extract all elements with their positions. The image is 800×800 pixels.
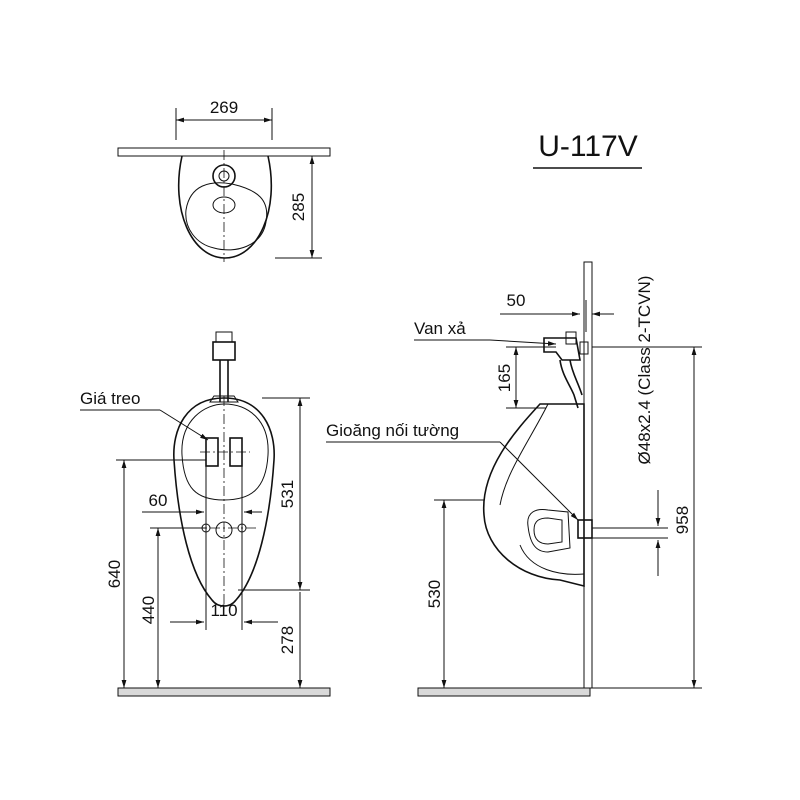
hanger-height-dimension: 640 [105, 560, 124, 588]
inlet-height-dimension: 958 [673, 506, 692, 534]
front-bowl-rim [181, 403, 269, 501]
side-trap [527, 509, 571, 553]
side-bowl-outline [483, 403, 585, 588]
front-valve-cap [215, 331, 233, 343]
front-view-floor [117, 687, 331, 697]
front-valve-body [212, 341, 236, 361]
rim-height-dimension: 530 [425, 580, 444, 608]
side-valve-body [543, 337, 581, 361]
top-view: 269 285 [117, 98, 331, 262]
hanger-spacing-dimension: 60 [149, 491, 168, 510]
side-view-wall [583, 261, 593, 689]
flush-valve-label: Van xả [414, 319, 466, 338]
side-view: 50 Van xả 165 Gioăng nối tường 530 Ø48x2… [326, 261, 702, 697]
valve-offset-dimension: 50 [507, 291, 526, 310]
bowl-height-dimension: 531 [278, 480, 297, 508]
front-bowl-outline [173, 397, 275, 607]
top-depth-dimension: 285 [289, 193, 308, 221]
wall-gasket-label: Gioăng nối tường [326, 421, 459, 440]
top-view-bowl-outline [177, 155, 273, 259]
model-title: U-117V [533, 130, 642, 169]
front-view: 60 110 531 278 640 440 Giá treo [80, 331, 331, 697]
model-code: U-117V [538, 130, 638, 163]
bottom-height-dimension: 278 [278, 626, 297, 654]
pipe-spec-label: Ø48x2.4 (Class 2-TCVN) [635, 276, 654, 465]
top-view-bowl-inner [185, 182, 268, 251]
side-view-floor [417, 687, 591, 697]
valve-height-dimension: 165 [495, 364, 514, 392]
side-gasket-line [499, 403, 549, 506]
side-outlet-flange [577, 519, 593, 539]
front-inlet-spud [209, 395, 239, 403]
outlet-height-dimension: 440 [139, 596, 158, 624]
hanger-label: Giá treo [80, 389, 140, 408]
outlet-spacing-dimension: 110 [210, 601, 237, 620]
top-width-dimension: 269 [210, 98, 238, 117]
